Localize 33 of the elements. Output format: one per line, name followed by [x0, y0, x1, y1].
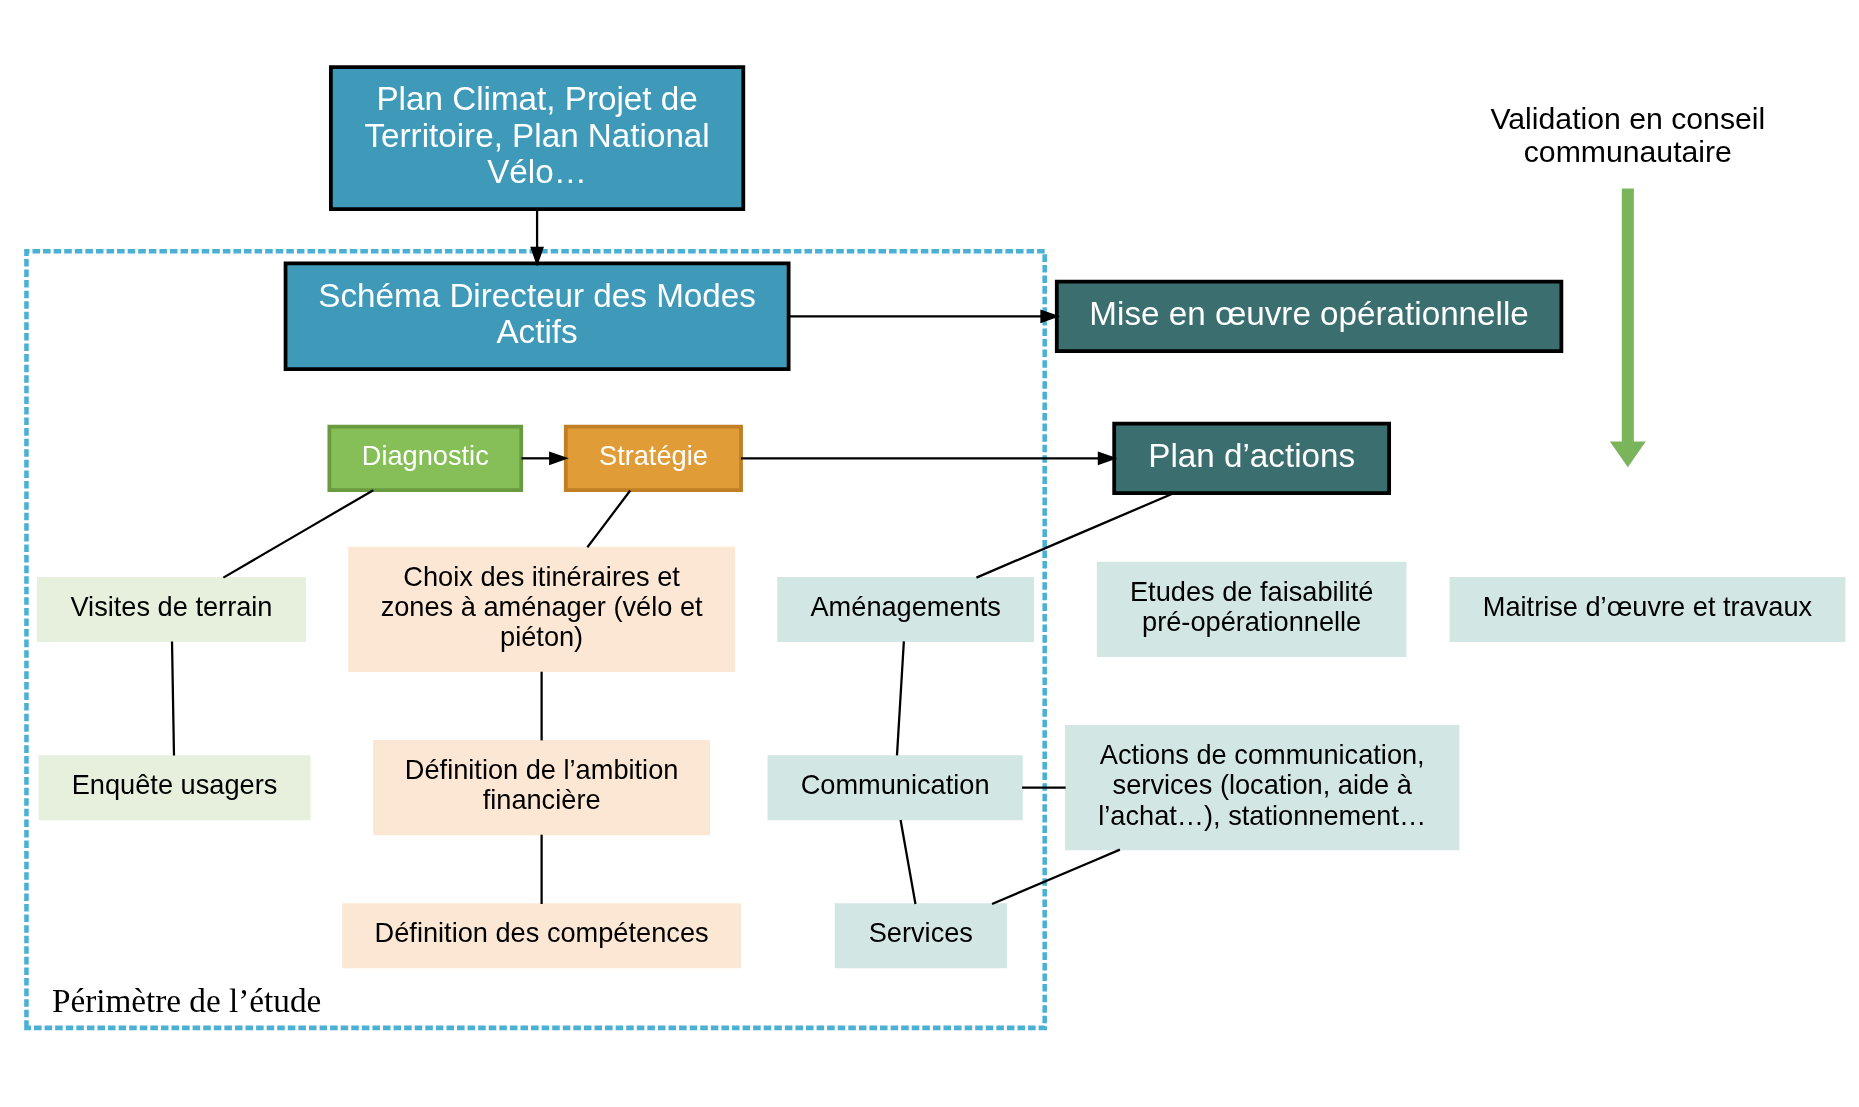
node-box: Définition de l’ambition financière — [373, 740, 711, 836]
connector — [170, 641, 176, 756]
node-box: Maitrise d’œuvre et travaux — [1449, 576, 1846, 642]
arrow — [788, 309, 1061, 324]
arrow — [521, 451, 569, 466]
connector — [586, 489, 632, 548]
node-box: Schéma Directeur des Modes Actifs — [283, 261, 791, 372]
arrow — [741, 451, 1118, 466]
node-box: Diagnostic — [327, 424, 524, 492]
node-box: Stratégie — [563, 424, 743, 492]
node-box: Enquête usagers — [38, 755, 311, 821]
connector — [899, 819, 917, 905]
arrow — [1609, 188, 1646, 468]
connector — [1022, 786, 1066, 789]
node-box: Communication — [767, 755, 1023, 821]
arrow — [530, 209, 544, 267]
node-box: Définition des compétences — [342, 903, 742, 969]
node-box: Visites de terrain — [37, 576, 306, 642]
node-box: Actions de communication, services (location, aide à l’achat…), stationnement… — [1065, 724, 1460, 851]
node-box: Plan d’actions — [1112, 421, 1392, 495]
node-box: Etudes de faisabilité pré-opérationnelle — [1096, 561, 1407, 657]
node-box: Choix des itinéraires et zones à aménager (vélo et piéton) — [348, 546, 735, 673]
connector — [976, 492, 1175, 579]
connector — [895, 641, 905, 756]
connector — [991, 848, 1121, 905]
connector — [540, 834, 543, 904]
node-box: Plan Climat, Projet de Territoire, Plan National Vélo… — [329, 65, 746, 211]
node-box: Mise en œuvre opérationnelle — [1054, 279, 1564, 353]
node-text: Validation en conseil communautaire — [1490, 101, 1766, 169]
node-box: Services — [834, 903, 1007, 969]
node-box: Aménagements — [777, 576, 1035, 642]
connector — [540, 671, 543, 741]
connector — [222, 489, 374, 579]
